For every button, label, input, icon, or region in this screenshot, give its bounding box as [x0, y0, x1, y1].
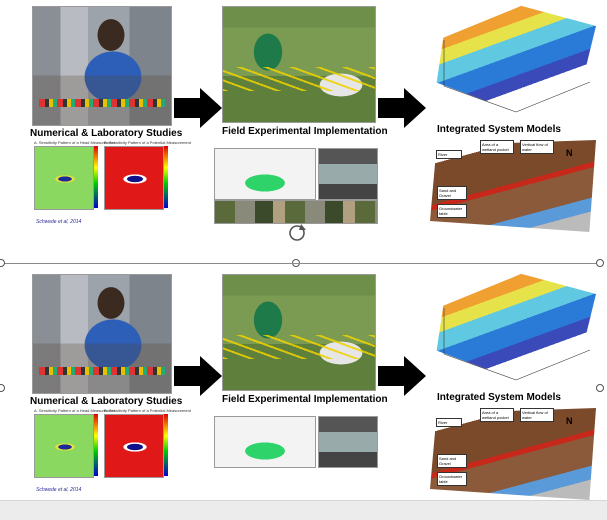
field-photo [222, 274, 376, 391]
tank-schematic [214, 416, 316, 468]
arrow-right-icon [378, 88, 426, 128]
north-arrow: N [566, 148, 573, 158]
callout-label: Vertical flow of water [520, 140, 554, 154]
sim-right-title: B. Sensitivity Pattern of a Potential Me… [104, 140, 191, 145]
selection-border [0, 263, 600, 264]
rotate-handle-icon[interactable] [287, 223, 307, 243]
colorbar [94, 146, 98, 208]
north-arrow: N [566, 416, 573, 426]
sensitivity-plot-head [34, 146, 94, 210]
tank-schematic [214, 148, 316, 200]
field-caption: Field Experimental Implementation [222, 126, 388, 137]
bubble-label: River [436, 150, 462, 159]
citation: Schwede et al, 2014 [36, 487, 82, 493]
selection-handle-icon[interactable] [596, 259, 604, 267]
sensitivity-plot-head [34, 414, 94, 478]
arrow-right-icon [378, 356, 426, 396]
lab-caption: Numerical & Laboratory Studies [30, 396, 183, 407]
sim-left-title: A. Sensitivity Pattern of a Head Measure… [34, 140, 115, 145]
bubble-label: Groundwater table [437, 204, 467, 218]
lab-caption: Numerical & Laboratory Studies [30, 128, 183, 139]
equipment-photo [318, 416, 378, 468]
callout-label: Area of a wetland pocket [480, 140, 514, 154]
callout-label: Area of a wetland pocket [480, 408, 514, 422]
colorbar [164, 146, 168, 208]
selection-handle-icon[interactable] [0, 259, 5, 267]
workflow-graphic-top[interactable]: Numerical & Laboratory Studies A. Sensit… [0, 0, 607, 235]
bubble-label: Sand and Gravel [437, 454, 467, 468]
selection-handle-icon[interactable] [596, 384, 604, 392]
selection-handle-icon[interactable] [0, 384, 5, 392]
bubble-label: Groundwater table [437, 472, 467, 486]
citation: Schwede et al, 2014 [36, 219, 82, 225]
workflow-graphic-bottom[interactable]: Numerical & Laboratory Studies A. Sensit… [0, 268, 607, 503]
sim-left-title: A. Sensitivity Pattern of a Head Measure… [34, 408, 115, 413]
terrain-axes [443, 308, 591, 381]
equipment-photo [318, 148, 378, 200]
field-caption: Field Experimental Implementation [222, 394, 388, 405]
sensitivity-plot-potential [104, 146, 164, 210]
status-strip [0, 500, 607, 520]
sensitivity-plot-potential [104, 414, 164, 478]
sim-right-title: B. Sensitivity Pattern of a Potential Me… [104, 408, 191, 413]
bubble-label: Sand and Gravel [437, 186, 467, 200]
field-photo-strip [214, 200, 378, 224]
terrain-axes [443, 40, 591, 113]
integrated-caption: Integrated System Models [437, 124, 561, 135]
callout-label: Vertical flow of water [520, 408, 554, 422]
field-photo [222, 6, 376, 123]
colorbar [164, 414, 168, 476]
lab-photo [32, 6, 172, 126]
integrated-caption: Integrated System Models [437, 392, 561, 403]
arrow-right-icon [174, 356, 222, 396]
bubble-label: River [436, 418, 462, 427]
lab-photo [32, 274, 172, 394]
colorbar [94, 414, 98, 476]
arrow-right-icon [174, 88, 222, 128]
slide-canvas[interactable]: Numerical & Laboratory Studies A. Sensit… [0, 0, 607, 500]
